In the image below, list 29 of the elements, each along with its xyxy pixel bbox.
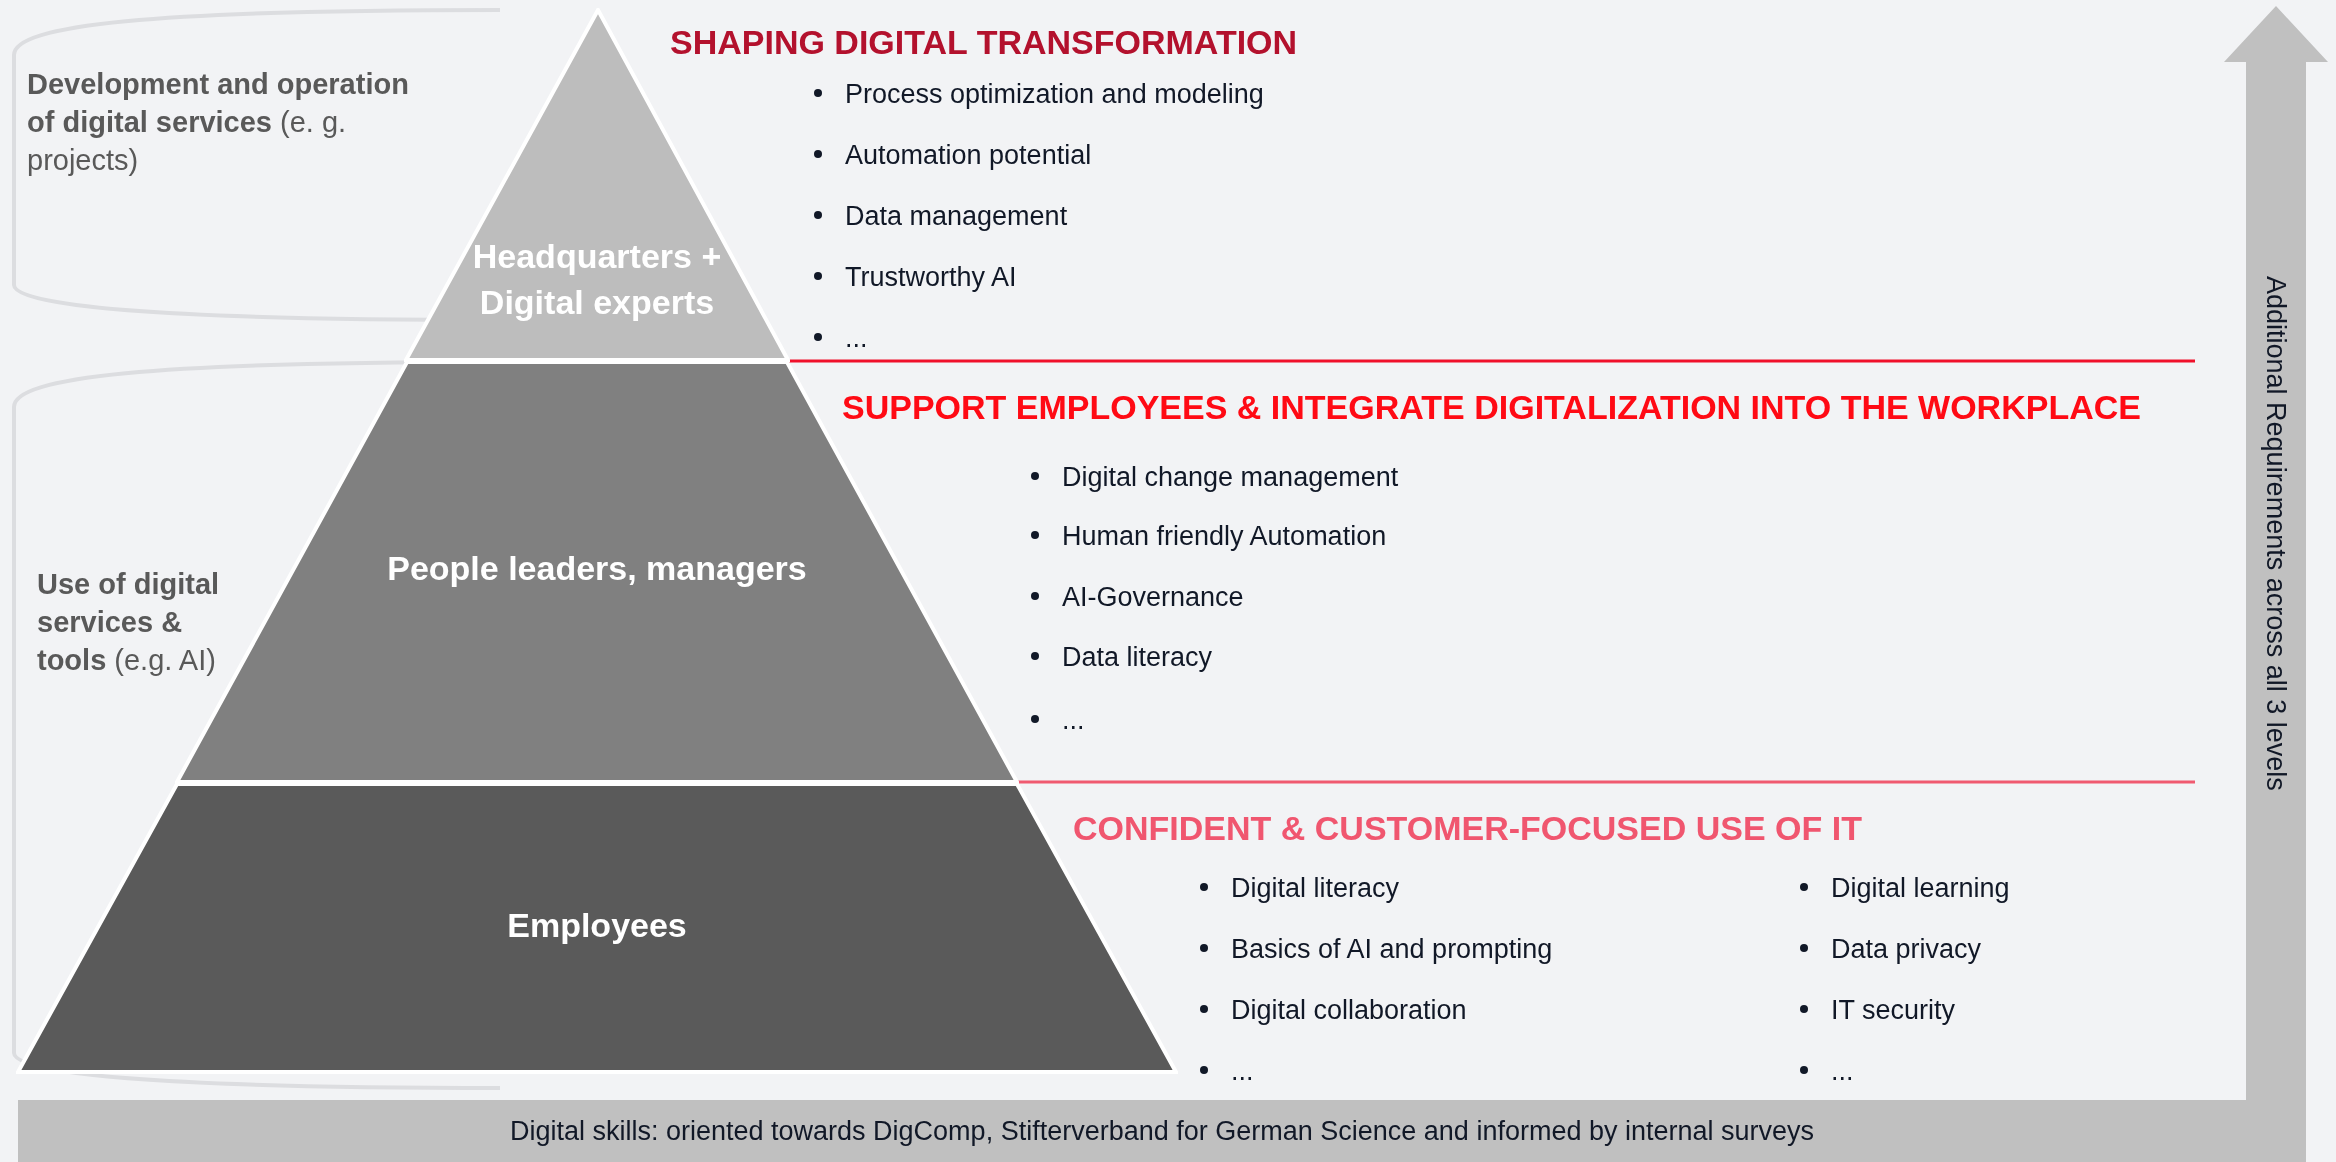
footer-text: Digital skills: oriented towards DigComp, Stifterverband for German Science and informed by internal surveys [509, 1115, 1815, 1147]
section-heading: SUPPORT EMPLOYEES & INTEGRATE DIGITALIZATION INTO THE WORKPLACE [842, 387, 2141, 427]
list-item: ... [845, 322, 868, 355]
list-item: Trustworthy AI [845, 261, 1017, 294]
list-item: Human friendly Automation [1062, 520, 1387, 553]
list-item: Data privacy [1831, 933, 1982, 966]
list-item: Digital collaboration [1231, 994, 1467, 1027]
list-item: Data literacy [1062, 641, 1213, 674]
arrow-text: Additional Requirements across all 3 levels [2260, 276, 2292, 791]
list-item: ... [1062, 704, 1085, 737]
side-note: Use of digital services & tools (e.g. AI) [37, 567, 221, 678]
list-item: Digital change management [1062, 461, 1399, 494]
list-item: IT security [1831, 994, 1956, 1027]
footer-bar [18, 1100, 2306, 1162]
list-item: Basics of AI and prompting [1231, 933, 1553, 966]
list-item: AI-Governance [1062, 581, 1244, 614]
list-item: Automation potential [845, 139, 1092, 172]
side-note: Development and operation of digital services (e. g. projects) [27, 67, 410, 178]
list-item: Data management [845, 200, 1068, 233]
tier-label: Employees [506, 905, 688, 946]
list-item: Digital learning [1831, 872, 2010, 905]
list-item: ... [1831, 1055, 1854, 1088]
tier-label: People leaders, managers [386, 548, 808, 589]
list-item: ... [1231, 1055, 1254, 1088]
tier-label: Headquarters + Digital experts [471, 236, 723, 323]
list-item: Process optimization and modeling [845, 78, 1264, 111]
list-item: Digital literacy [1231, 872, 1400, 905]
section-heading: CONFIDENT & CUSTOMER-FOCUSED USE OF IT [1073, 808, 1862, 848]
section-heading: SHAPING DIGITAL TRANSFORMATION [670, 22, 1298, 62]
